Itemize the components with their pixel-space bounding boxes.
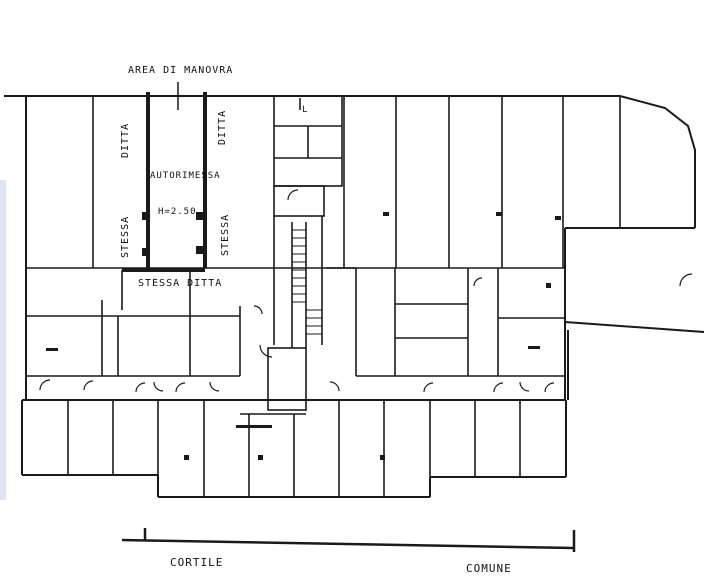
- label-cortile: CORTILE: [170, 556, 223, 569]
- label-ditta-left: DITTA: [120, 123, 131, 158]
- door-swings: [39, 189, 693, 393]
- label-ditta-right: DITTA: [217, 110, 228, 145]
- site-boundary: [121, 528, 576, 552]
- label-autorimessa: AUTORIMESSA: [150, 171, 221, 181]
- middle-rooms: [26, 267, 565, 377]
- stair-core: [267, 95, 343, 411]
- parking-bays: [26, 96, 621, 269]
- label-stessa-right: STESSA: [220, 214, 231, 256]
- label-area-di-manovra: AREA DI MANOVRA: [128, 65, 233, 76]
- autorimessa-walls: [122, 92, 207, 272]
- column-markers: [46, 212, 561, 460]
- lower-offices: [67, 400, 521, 497]
- scan-edge-tint: [0, 180, 6, 500]
- label-stair-mark: L: [302, 105, 308, 115]
- label-stessa-left: STESSA: [120, 216, 131, 258]
- label-comune: COMUNE: [466, 562, 512, 575]
- label-stessa-ditta: STESSA DITTA: [138, 278, 222, 289]
- label-height: H=2.50: [158, 207, 197, 217]
- stair-treads: [292, 229, 322, 335]
- outer-walls: [4, 95, 704, 498]
